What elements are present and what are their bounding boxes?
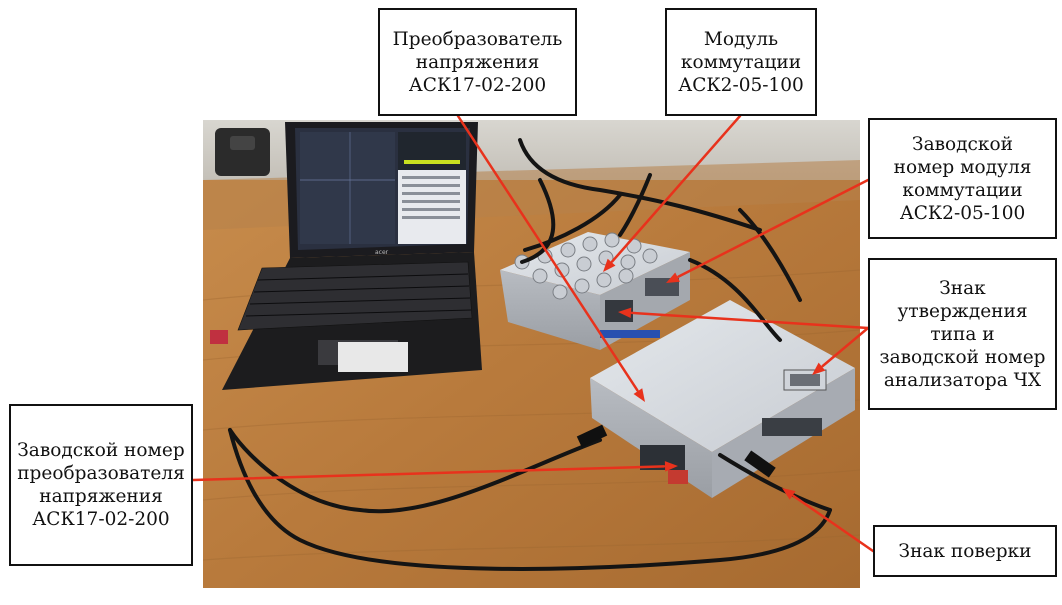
- label-line: номер модуля: [893, 156, 1032, 178]
- label-line: коммутации: [680, 51, 802, 73]
- arrow-head: [812, 362, 826, 375]
- arrow-head: [782, 488, 796, 500]
- label-converter-serial: Заводской номер преобразователя напряжен…: [9, 404, 193, 566]
- switching-module: [500, 232, 690, 350]
- arrow-type-approval-lower: [812, 326, 870, 375]
- arrow-head: [633, 388, 645, 402]
- analyzer-box: [590, 300, 855, 498]
- arrow-shaft: [677, 178, 870, 278]
- arrow-head: [618, 307, 632, 319]
- label-line: Преобразователь: [392, 28, 563, 50]
- arrow-converter: [456, 114, 645, 402]
- label-line: напряжения: [39, 486, 163, 507]
- label-type-approval: Знак утверждения типа и заводской номер …: [868, 258, 1057, 410]
- cables: [228, 138, 832, 571]
- black-device: [215, 128, 270, 176]
- label-converter: Преобразователь напряжения АСК17-02-200: [378, 8, 577, 116]
- label-line: Заводской: [912, 133, 1013, 155]
- label-line: АСК2-05-100: [899, 202, 1026, 224]
- arrow-module-serial: [666, 178, 870, 283]
- label-module-serial: Заводской номер модуля коммутации АСК2-0…: [868, 118, 1057, 239]
- label-line: Знак поверки: [898, 540, 1032, 562]
- arrow-shaft: [456, 114, 639, 392]
- arrow-head: [603, 258, 616, 272]
- arrow-type-approval-upper: [618, 307, 870, 330]
- arrow-converter-serial: [191, 461, 678, 482]
- label-line: типа и: [930, 323, 995, 345]
- label-line: заводской номер: [879, 346, 1046, 368]
- label-line: АСК17-02-200: [408, 74, 547, 96]
- label-line: преобразователя: [17, 463, 185, 484]
- arrow-head: [666, 272, 680, 283]
- arrow-shaft: [630, 311, 870, 330]
- arrow-verification: [782, 488, 875, 553]
- label-line: АСК17-02-200: [32, 509, 170, 530]
- label-line: напряжения: [415, 51, 540, 73]
- arrow-head: [664, 461, 678, 472]
- label-line: Заводской номер: [17, 440, 185, 461]
- label-module: Модуль коммутации АСК2-05-100: [665, 8, 817, 116]
- label-line: утверждения: [897, 300, 1028, 322]
- label-line: анализатора ЧХ: [883, 369, 1042, 391]
- label-verification: Знак поверки: [873, 525, 1057, 577]
- arrow-shaft: [191, 465, 666, 482]
- arrow-shaft: [792, 494, 875, 553]
- arrow-shaft: [821, 326, 870, 368]
- arrow-module: [603, 114, 742, 272]
- laptop: acer: [210, 122, 482, 390]
- label-line: Модуль: [703, 28, 779, 50]
- laptop-brand: acer: [375, 249, 389, 256]
- label-line: Знак: [939, 277, 986, 299]
- arrow-shaft: [610, 114, 742, 263]
- label-line: АСК2-05-100: [678, 74, 804, 96]
- label-line: коммутации: [902, 179, 1023, 201]
